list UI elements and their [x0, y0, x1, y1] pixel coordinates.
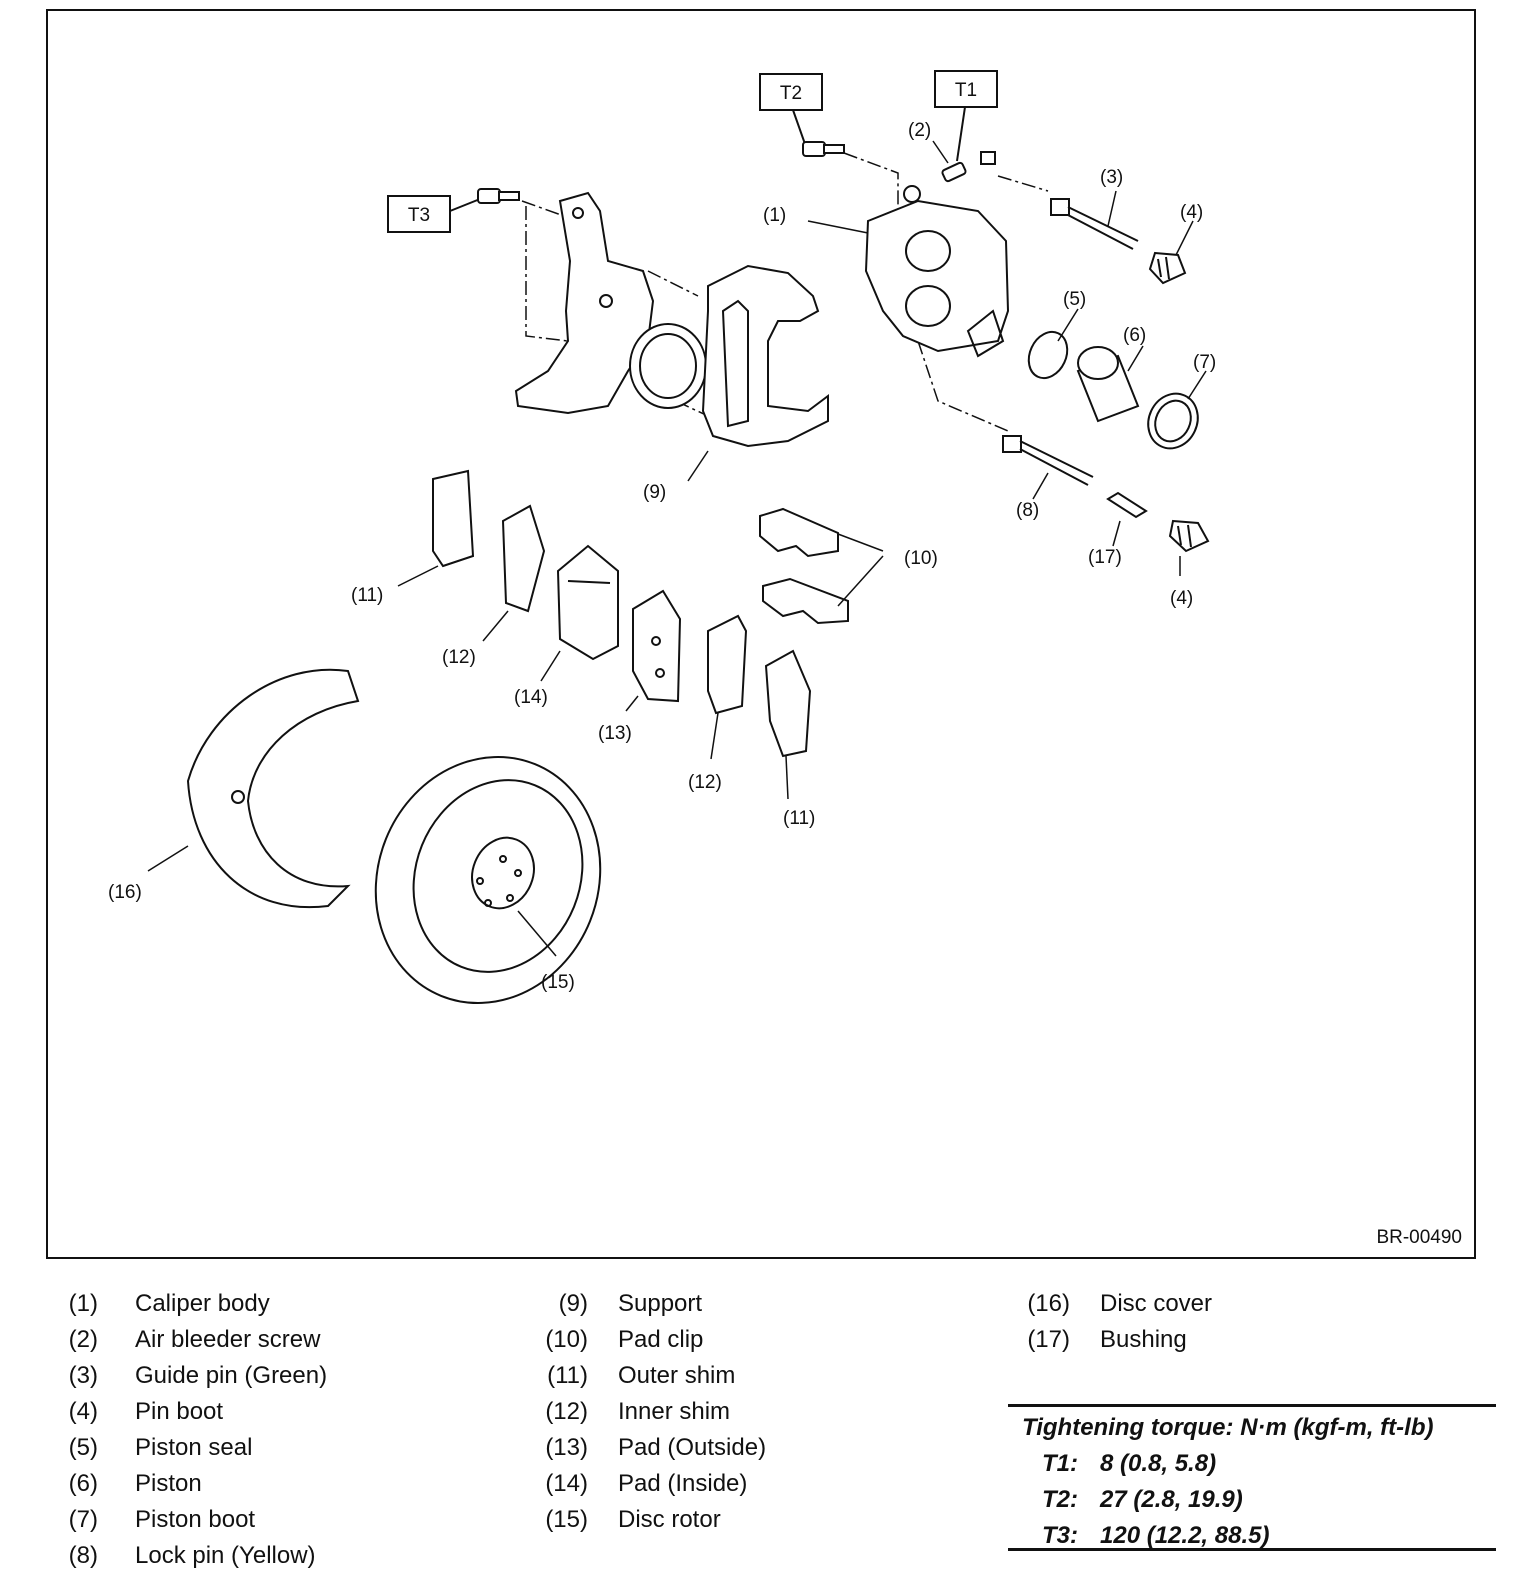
torque-bottom-rule	[1008, 1548, 1496, 1551]
legend-part-name: Piston boot	[135, 1506, 256, 1533]
torque-key-t1: T1:	[1042, 1450, 1078, 1477]
callout-4-upper: (4)	[1180, 202, 1203, 223]
disc-rotor-part	[374, 755, 602, 1005]
legend-number: (13)	[545, 1434, 588, 1461]
legend-number: (3)	[68, 1362, 98, 1389]
legend-part-name: Piston	[135, 1470, 202, 1497]
figure-code: BR-00490	[1376, 1227, 1462, 1248]
callout-11-left: (11)	[351, 585, 383, 606]
pad-clip-part	[759, 507, 849, 625]
legend-number: (10)	[545, 1326, 588, 1353]
pin-boot-upper-part	[1148, 251, 1187, 285]
legend-part-name: Pad (Outside)	[618, 1434, 767, 1461]
bolt-t2-part	[792, 109, 845, 157]
support-bracket-part	[701, 264, 829, 448]
callout-10: (10)	[904, 548, 938, 569]
callout-11-right: (11)	[783, 808, 815, 829]
disc-cover-part	[186, 668, 360, 909]
torque-key-t3: T3:	[1042, 1522, 1078, 1549]
legend-number: (12)	[545, 1398, 588, 1425]
callout-12-left: (12)	[442, 647, 476, 668]
legend-part-name: Piston seal	[135, 1434, 253, 1461]
callout-17: (17)	[1088, 547, 1122, 568]
inner-shim-left-part	[501, 504, 546, 613]
callout-13: (13)	[598, 723, 632, 744]
legend-part-name: Caliper body	[135, 1290, 270, 1317]
torque-value-t1: 8 (0.8, 5.8)	[1100, 1450, 1217, 1477]
callout-5: (5)	[1063, 289, 1086, 310]
torque-value-t2: 27 (2.8, 19.9)	[1100, 1486, 1243, 1513]
legend-part-name: Outer shim	[618, 1362, 736, 1389]
lock-pin-part	[1002, 435, 1094, 486]
legend-number: (8)	[68, 1542, 98, 1569]
exploded-view-figure: T2 T1 T3	[46, 9, 1476, 1259]
callout-1: (1)	[763, 205, 786, 226]
legend-number: (5)	[68, 1434, 98, 1461]
exploded-view-drawing: T2 T1 T3	[108, 70, 1216, 1005]
legend-part-name: Pad (Inside)	[618, 1470, 748, 1497]
callout-8: (8)	[1016, 500, 1039, 521]
bushing-part	[1106, 491, 1148, 519]
bleeder-screw-part	[941, 106, 996, 183]
leader-lines	[147, 140, 1207, 957]
legend-number: (1)	[68, 1290, 98, 1317]
callout-7: (7)	[1193, 352, 1216, 373]
parts-legend: (1) Caliper body (2) Air bleeder screw (3) Gu…	[0, 1290, 1536, 1596]
legend-part-name: Pin boot	[135, 1398, 224, 1425]
legend-part-name: Support	[618, 1290, 703, 1317]
pad-inside-part	[556, 544, 619, 661]
legend-part-name: Disc rotor	[618, 1506, 721, 1533]
legend-part-name: Pad clip	[618, 1326, 704, 1353]
callout-labels: (1) (2) (3) (4) (5) (6) (7) (8) (9) (10)…	[108, 120, 1216, 993]
legend-number: (17)	[1027, 1326, 1070, 1353]
legend-part-name: Disc cover	[1100, 1290, 1213, 1317]
pad-outside-part	[632, 589, 682, 703]
steering-knuckle-part	[514, 191, 707, 415]
inner-shim-right-part	[707, 614, 748, 715]
legend-number: (6)	[68, 1470, 98, 1497]
torque-key-t2: T2:	[1042, 1486, 1078, 1513]
legend-number: (14)	[545, 1470, 588, 1497]
guide-pin-part	[1050, 198, 1139, 250]
callout-14: (14)	[514, 687, 548, 708]
caliper-body-part	[864, 185, 1010, 358]
outer-shim-left-part	[432, 469, 475, 568]
torque-value-t3: 120 (12.2, 88.5)	[1100, 1522, 1270, 1549]
legend-number: (11)	[547, 1362, 588, 1389]
torque-tag-t1: T1	[934, 70, 998, 108]
legend-number: (16)	[1027, 1290, 1070, 1317]
callout-3: (3)	[1100, 167, 1123, 188]
callout-2: (2)	[908, 120, 931, 141]
callout-15: (15)	[541, 972, 575, 993]
svg-text:T3: T3	[408, 205, 430, 226]
callout-4-lower: (4)	[1170, 588, 1193, 609]
legend-number: (15)	[545, 1506, 588, 1533]
legend-part-name: Air bleeder screw	[135, 1326, 321, 1353]
legend-part-name: Inner shim	[618, 1398, 731, 1425]
torque-top-rule	[1008, 1404, 1496, 1407]
torque-tag-t2: T2	[759, 73, 823, 111]
torque-title: Tightening torque: N·m (kgf-m, ft-lb)	[1022, 1414, 1434, 1441]
callout-12-right: (12)	[688, 772, 722, 793]
legend-number: (2)	[68, 1326, 98, 1353]
outer-shim-right-part	[764, 649, 812, 758]
legend-part-name: Lock pin (Yellow)	[135, 1542, 316, 1569]
legend-number: (4)	[68, 1398, 98, 1425]
callout-16: (16)	[108, 882, 142, 903]
legend-number: (7)	[68, 1506, 98, 1533]
piston-part	[1076, 346, 1140, 423]
svg-text:T2: T2	[780, 83, 802, 104]
legend-part-name: Bushing	[1100, 1326, 1187, 1353]
callout-9: (9)	[643, 482, 666, 503]
legend-part-name: Guide pin (Green)	[135, 1362, 328, 1389]
pin-boot-lower-part	[1168, 519, 1210, 553]
legend-number: (9)	[558, 1290, 588, 1317]
piston-seal-part	[1027, 330, 1069, 380]
torque-tag-t3: T3	[387, 195, 451, 233]
svg-text:T1: T1	[955, 80, 977, 101]
piston-boot-part	[1147, 392, 1199, 450]
bolt-t3-part	[449, 188, 520, 212]
callout-6: (6)	[1123, 325, 1146, 346]
